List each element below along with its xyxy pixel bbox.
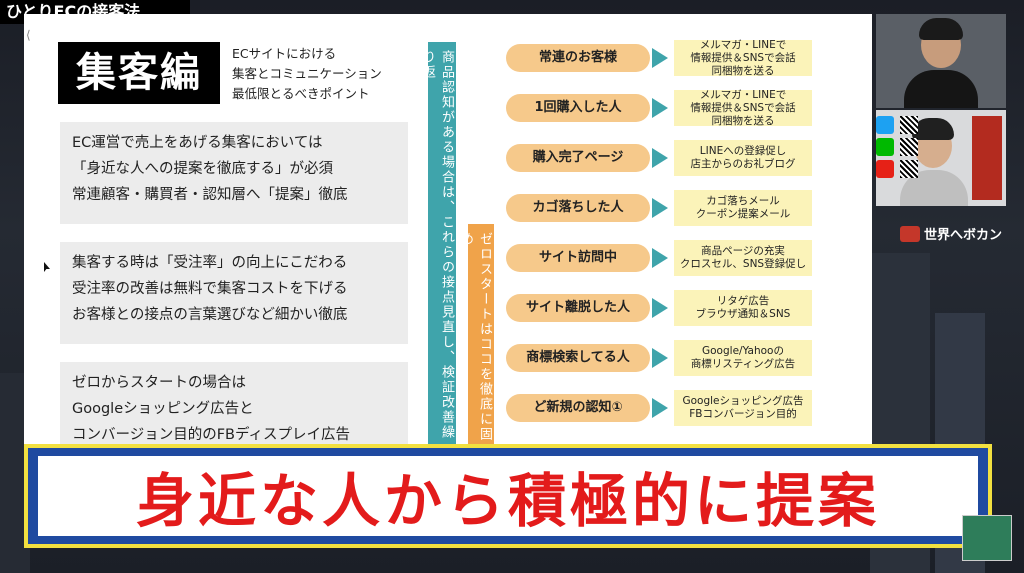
caption-text: 身近な人から積極的に提案 [135, 467, 880, 535]
stage-action: リタゲ広告 ブラウザ通知＆SNS [674, 290, 812, 326]
stage-label: ど新規の認知① [506, 394, 650, 422]
stage-action: メルマガ・LINEで 情報提供＆SNSで会話 同梱物を送る [674, 89, 812, 127]
caption-banner: 身近な人から積極的に提案 [24, 444, 992, 548]
stage-label: 購入完了ページ [506, 144, 650, 172]
category-title: 集客編 [58, 42, 220, 104]
arrow-right-icon [652, 48, 668, 68]
arrow-right-icon [652, 98, 668, 118]
presentation-slide: ⟨ 集客編 ECサイトにおける 集客とコミュニケーション 最低限とるべきポイント… [24, 14, 872, 444]
vertical-note-teal: 商品認知がある場合は、これらの接点見直し、検証改善繰り返 [428, 42, 456, 444]
twitter-icon[interactable] [876, 116, 894, 134]
stage-label: サイト訪問中 [506, 244, 650, 272]
youtube-icon[interactable] [876, 160, 894, 178]
stage-action: メルマガ・LINEで 情報提供＆SNSで会話 同梱物を送る [674, 39, 812, 77]
qr-code-icon [900, 160, 918, 178]
line-icon[interactable] [876, 138, 894, 156]
stage-action: Googleショッピング広告 FBコンバージョン目的 [674, 390, 812, 426]
webcam-guest [876, 110, 1006, 206]
stage-label: カゴ落ちした人 [506, 194, 650, 222]
arrow-right-icon [652, 348, 668, 368]
stage-label: 1回購入した人 [506, 94, 650, 122]
stage-action: 商品ページの充実 クロスセル、SNS登録促し [674, 240, 812, 276]
stage-label: 商標検索してる人 [506, 344, 650, 372]
guest-hair [912, 118, 954, 140]
stage-label: 常連のお客様 [506, 44, 650, 72]
corner-thumbnail [962, 515, 1012, 561]
stage-action: LINEへの登録促し 店主からのお礼ブログ [674, 140, 812, 176]
category-subtitle: ECサイトにおける 集客とコミュニケーション 最低限とるべきポイント [232, 46, 382, 101]
host-body [904, 70, 978, 108]
point-box-3: ゼロからスタートの場合は Googleショッピング広告と コンバージョン目的のF… [60, 362, 408, 444]
host-hair [919, 18, 963, 40]
arrow-right-icon [652, 198, 668, 218]
sns-icon-column [876, 116, 898, 182]
qr-code-icon [900, 116, 918, 134]
arrow-right-icon [652, 298, 668, 318]
stage-action: Google/Yahooの 商標リスティング広告 [674, 340, 812, 376]
arrow-right-icon [652, 248, 668, 268]
vertical-note-orange: ゼロスタートはココを徹底に固め [468, 224, 494, 444]
arrow-right-icon [652, 148, 668, 168]
brand-name: 世界へボカン [924, 228, 1003, 243]
stage-label: サイト離脱した人 [506, 294, 650, 322]
qr-code-icon [900, 138, 918, 156]
stage-action: カゴ落ちメール クーポン提案メール [674, 190, 812, 226]
webcam-host [876, 14, 1006, 108]
point-box-1: EC運営で売上をあげる集客においては 「身近な人への提案を徹底する」が必須 常連… [60, 122, 408, 224]
book-cover [972, 116, 1002, 200]
mouse-cursor-icon [44, 262, 50, 272]
caption-inner: 身近な人から積極的に提案 [38, 456, 978, 536]
brand-logo-icon [900, 225, 920, 242]
collapse-arrow-icon[interactable]: ⟨ [26, 28, 31, 42]
point-box-2: 集客する時は「受注率」の向上にこだわる 受注率の改善は無料で集客コストを下げる … [60, 242, 408, 344]
brand-logo: 世界へボカン [900, 224, 1002, 243]
arrow-right-icon [652, 398, 668, 418]
